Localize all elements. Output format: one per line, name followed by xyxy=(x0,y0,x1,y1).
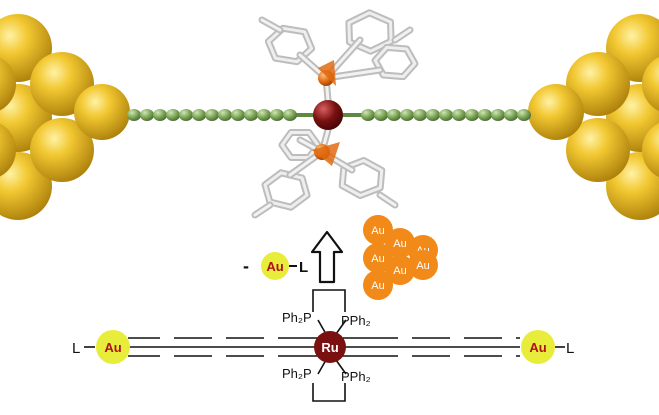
ligand-top-left: Ph₂P xyxy=(282,310,312,325)
chain-atom xyxy=(387,109,401,121)
cluster-au-atom xyxy=(408,250,438,280)
cluster-au-label: Au xyxy=(416,260,429,272)
gold-atom xyxy=(74,84,130,140)
leaving-ligand-label: L xyxy=(299,259,308,276)
right-ligand-l: L xyxy=(566,340,574,357)
left-au-label: Au xyxy=(104,340,121,355)
chain-atom xyxy=(127,109,141,121)
right-au-label: Au xyxy=(529,340,546,355)
right-gold-electrode xyxy=(528,14,659,220)
ruthenium-atom-3d xyxy=(313,100,343,130)
minus-sign: - xyxy=(243,256,249,276)
chain-atom xyxy=(361,109,375,121)
chain-atom xyxy=(166,109,180,121)
chain-atom xyxy=(374,109,388,121)
chain-atom xyxy=(491,109,505,121)
left-au-disc xyxy=(96,330,130,364)
gold-atom xyxy=(642,122,659,178)
chain-atom xyxy=(205,109,219,121)
chain-atom xyxy=(400,109,414,121)
chain-atom xyxy=(465,109,479,121)
chemical-structure: L Au Au L Ph₂P PPh₂ Ph₂P PPh₂ Ru xyxy=(72,289,574,402)
cluster-au-atom xyxy=(385,255,415,285)
right-au-disc xyxy=(521,330,555,364)
chain-atom xyxy=(192,109,206,121)
yellow-au-disc xyxy=(261,252,289,280)
chain-atom xyxy=(231,109,245,121)
chain-atom xyxy=(244,109,258,121)
carbon-chain xyxy=(127,109,531,121)
chain-atom xyxy=(257,109,271,121)
chain-atom xyxy=(179,109,193,121)
chain-atom xyxy=(452,109,466,121)
ligand-top-right: PPh₂ xyxy=(341,313,371,328)
ruthenium-disc xyxy=(314,331,346,363)
chain-atom xyxy=(478,109,492,121)
left-ligand-l: L xyxy=(72,340,80,357)
chain-atom xyxy=(140,109,154,121)
cluster-au-label: Au xyxy=(371,280,384,292)
ligand-bottom-right: PPh₂ xyxy=(341,369,371,384)
cluster-au-atom xyxy=(363,270,393,300)
left-gold-electrode xyxy=(0,14,130,220)
chain-atom xyxy=(504,109,518,121)
ruthenium-label: Ru xyxy=(321,340,338,355)
cluster-au-atom xyxy=(363,215,393,245)
chain-atom xyxy=(283,109,297,121)
ligand-bottom-left: Ph₂P xyxy=(282,366,312,381)
phosphorus-atoms xyxy=(312,60,340,166)
leaving-au-label: Au xyxy=(266,259,283,274)
gold-atom xyxy=(528,84,584,140)
cluster-au-label: Au xyxy=(393,265,406,277)
gold-atom xyxy=(566,52,630,116)
chain-atom xyxy=(426,109,440,121)
gold-atom xyxy=(566,118,630,182)
chain-atom xyxy=(153,109,167,121)
leaving-group-label: - Au L xyxy=(243,252,308,280)
chain-atom xyxy=(413,109,427,121)
cluster-au-label: Au xyxy=(371,225,384,237)
up-arrow-icon xyxy=(310,230,344,284)
cluster-au-atom xyxy=(363,243,393,273)
gold-atom xyxy=(642,56,659,112)
cluster-au-label: Au xyxy=(371,253,384,265)
chain-atom xyxy=(218,109,232,121)
gold-cluster: AuAuAuAuAuAuAu xyxy=(363,215,438,300)
gold-atom xyxy=(30,118,94,182)
gold-atom xyxy=(0,123,16,177)
cluster-au-label: Au xyxy=(393,238,406,250)
chain-atom xyxy=(517,109,531,121)
chain-atom xyxy=(270,109,284,121)
chain-atom xyxy=(439,109,453,121)
gold-atom xyxy=(0,57,16,111)
cluster-au-atom xyxy=(385,228,415,258)
